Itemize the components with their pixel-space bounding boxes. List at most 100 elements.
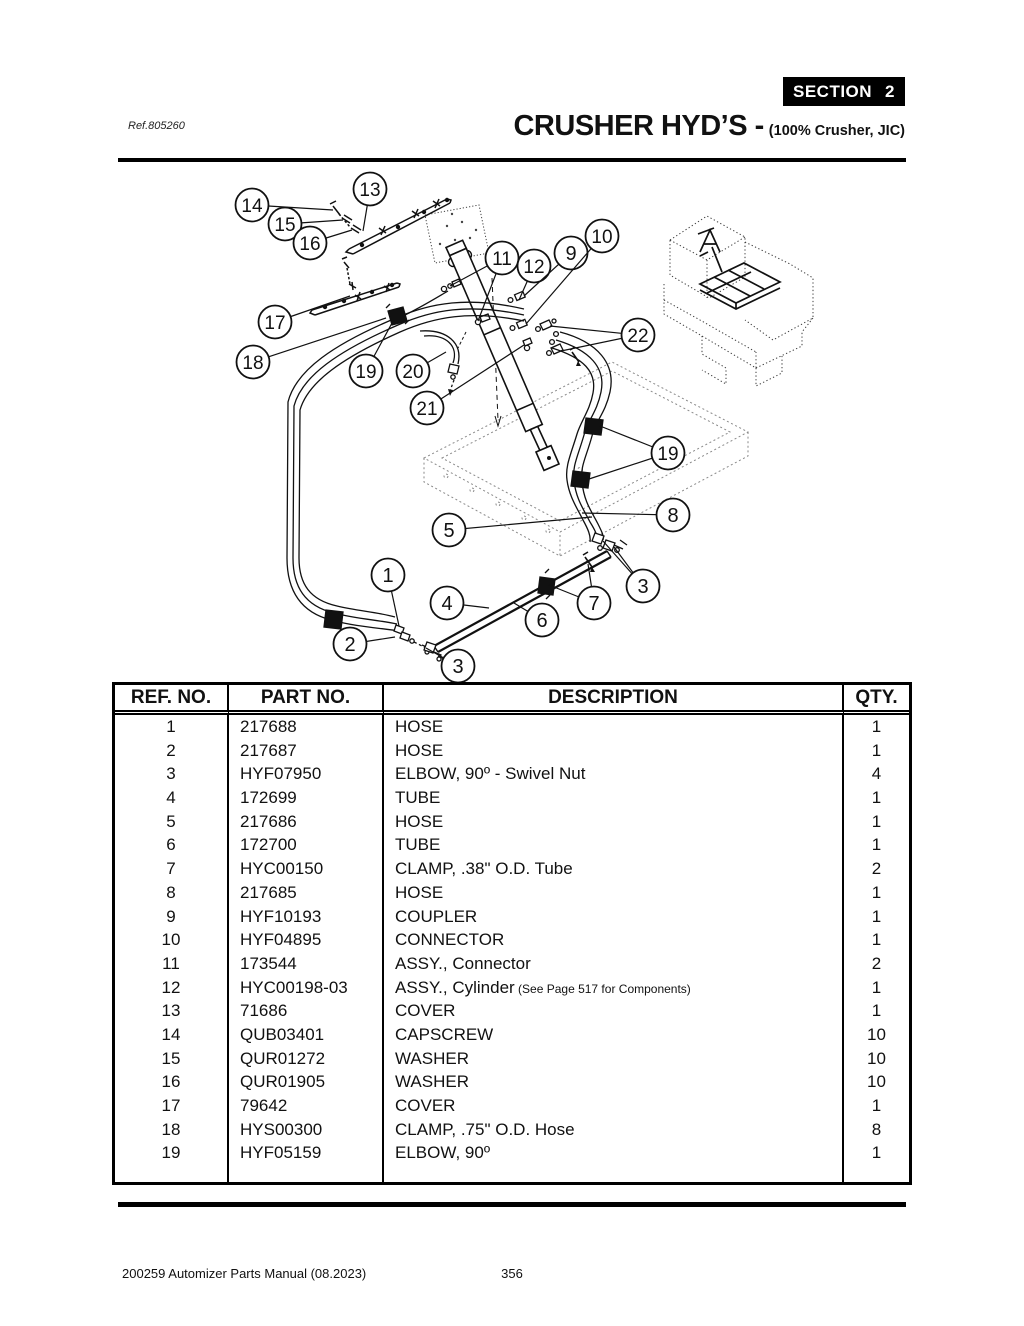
footer-rule (118, 1202, 906, 1207)
callout-circle (429, 585, 465, 621)
part-no-cell: QUB03401 (229, 1022, 384, 1047)
callout-20-7: 20 (395, 351, 447, 389)
part-no-cell: 217687 (229, 738, 384, 763)
callout-number: 22 (627, 326, 648, 347)
part-no-cell: HYF05159 (229, 1141, 384, 1166)
description-text: TUBE (395, 788, 441, 808)
qty-cell: 1 (871, 977, 882, 997)
callout-leader-line (426, 344, 525, 409)
description-cell: CONNECTOR (384, 928, 844, 952)
callout-number: 3 (637, 576, 648, 598)
callout-number: 19 (355, 362, 376, 383)
callout-5-16: 5 (431, 512, 593, 548)
ref-no-cell: 9 (115, 904, 229, 929)
description-text: CLAMP, .75" O.D. Hose (395, 1119, 575, 1139)
ref-no-cell: 2 (115, 738, 229, 763)
description-cell: COVER (384, 999, 844, 1023)
description-text: HOSE (395, 882, 444, 902)
callout-6-21: 6 (513, 602, 560, 638)
callout-number: 3 (452, 656, 463, 678)
callout-19-14: 19 (588, 425, 686, 480)
description-text: WASHER (395, 1048, 469, 1068)
callout-13-0: 13 (352, 171, 388, 232)
part-no-cell: 79642 (229, 1094, 384, 1118)
callout-3-23: 3 (602, 540, 661, 604)
callout-number: 17 (264, 313, 285, 334)
ref-no-cell: 19 (115, 1141, 229, 1166)
left-hose-bundle (286, 290, 525, 632)
qty-cell: 8 (871, 1119, 882, 1139)
description-cell: CLAMP, .38" O.D. Tube (384, 857, 844, 881)
machine-frame (697, 227, 782, 310)
part-no-cell: HYC00150 (229, 857, 384, 881)
callout-number: 16 (299, 234, 320, 255)
description-cell: WASHER (384, 1070, 844, 1094)
callout-8-15: 8 (581, 497, 691, 533)
callout-15-2: 15 (267, 206, 344, 242)
ref-no-cell: 6 (115, 833, 229, 858)
description-text: HOSE (395, 717, 444, 736)
part-no-cell: 217688 (229, 715, 384, 739)
description-cell: ELBOW, 90º - Swivel Nut (384, 762, 844, 787)
callout-circle (235, 344, 271, 380)
description-cell: HOSE (384, 715, 844, 739)
part-no-cell: QUR01905 (229, 1070, 384, 1094)
description-cell: HOSE (384, 809, 844, 834)
callout-number: 20 (402, 362, 423, 383)
ref-no-cell: 1 (115, 715, 229, 739)
qty-cell: 1 (871, 1001, 882, 1021)
section-badge: SECTION 2 (783, 77, 905, 106)
callout-number: 2 (344, 634, 355, 656)
ref-no-cell: 18 (115, 1117, 229, 1142)
ref-no-cell: 3 (115, 762, 229, 787)
description-cell: ASSY., Cylinder (See Page 517 for Compon… (384, 975, 844, 1000)
qty-cell: 1 (871, 811, 882, 831)
ref-no-cell: 17 (115, 1094, 229, 1118)
empty-cell (384, 1165, 844, 1182)
page-subtitle: (100% Crusher, JIC) (768, 123, 905, 139)
callout-number: 11 (492, 249, 512, 270)
callout-10-12: 10 (525, 218, 620, 325)
section-word: SECTION (792, 81, 873, 101)
empty-cell (115, 1165, 229, 1182)
qty-cell: 1 (871, 930, 882, 950)
callout-number: 8 (667, 505, 678, 527)
callout-7-22: 7 (548, 563, 612, 621)
hydraulic-cylinder (444, 239, 561, 472)
empty-cell (229, 1165, 384, 1182)
callout-9-11: 9 (523, 235, 589, 297)
cover-17 (308, 256, 401, 316)
ref-no-cell: 11 (115, 951, 229, 976)
ref-no-cell: 4 (115, 786, 229, 810)
qty-cell: 10 (867, 1048, 886, 1068)
callout-circle (431, 512, 467, 548)
description-cell: TUBE (384, 786, 844, 810)
qty-cell: 1 (871, 788, 882, 808)
ref-no-cell: 13 (115, 999, 229, 1023)
description-cell: TUBE (384, 833, 844, 858)
description-text: CAPSCREW (395, 1024, 494, 1044)
part-no-cell: HYC00198-03 (229, 975, 384, 1000)
callout-circle (576, 585, 612, 621)
callout-circle (267, 206, 303, 242)
description-text: ELBOW, 90º - Swivel Nut (395, 764, 586, 784)
callout-circle (352, 171, 388, 207)
description-cell: HOSE (384, 738, 844, 763)
description-text: WASHER (395, 1072, 469, 1092)
ref-no-cell: 15 (115, 1046, 229, 1071)
callout-4-20: 4 (429, 585, 490, 621)
qty-cell: 10 (867, 1024, 886, 1044)
callout-circle (348, 353, 384, 389)
description-cell: HOSE (384, 880, 844, 905)
qty-cell: 1 (871, 835, 882, 855)
callout-circle (257, 304, 293, 340)
description-cell: COUPLER (384, 904, 844, 929)
description-text: CLAMP, .38" O.D. Tube (395, 859, 573, 879)
callout-11-9: 11 (449, 240, 520, 322)
description-cell: COVER (384, 1094, 844, 1118)
callout-circle (484, 240, 520, 276)
callout-21-8: 21 (409, 344, 525, 426)
header-rule (118, 158, 906, 162)
